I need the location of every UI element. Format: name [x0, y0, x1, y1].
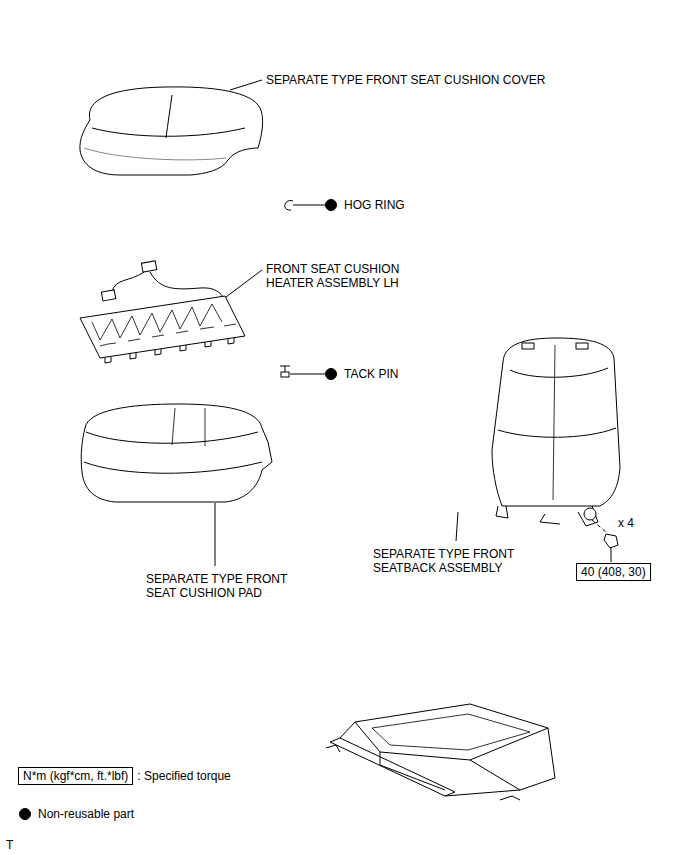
torque-value: N*m (kgf*cm, ft.*lbf)	[23, 769, 128, 783]
part-label: SEPARATE TYPE FRONT SEAT CUSHION COVER	[266, 73, 545, 87]
part-label: FRONT SEAT CUSHION HEATER ASSEMBLY LH	[266, 262, 411, 290]
cushion-cover	[80, 87, 263, 175]
leader-line	[230, 80, 262, 90]
part-label: SEPARATE TYPE FRONT SEATBACK ASSEMBLY	[373, 547, 543, 575]
part-label: SEPARATE TYPE FRONT SEAT CUSHION PAD	[146, 572, 311, 600]
part-label: HOG RING	[344, 198, 405, 212]
torque-value: 40 (408, 30)	[581, 565, 646, 579]
leader-line	[226, 270, 262, 297]
legend-text: : Specified torque	[137, 769, 230, 783]
part-label: x 4	[618, 516, 634, 530]
seat-heater	[80, 261, 245, 363]
part-label: T	[6, 838, 13, 852]
hog-ring-symbol	[285, 200, 337, 211]
torque-legend-box: N*m (kgf*cm, ft.*lbf)	[18, 767, 133, 785]
torque-box: 40 (408, 30)	[576, 563, 651, 581]
leader-line	[215, 503, 216, 566]
part-label: TACK PIN	[344, 367, 398, 381]
seat-frame	[326, 704, 555, 800]
tack-pin-symbol	[280, 366, 337, 380]
seatback	[492, 338, 620, 562]
legend-text: Non-reusable part	[38, 807, 134, 821]
leader-line	[456, 512, 458, 541]
cushion-pad	[81, 404, 272, 502]
non-reusable-symbol	[20, 809, 31, 820]
